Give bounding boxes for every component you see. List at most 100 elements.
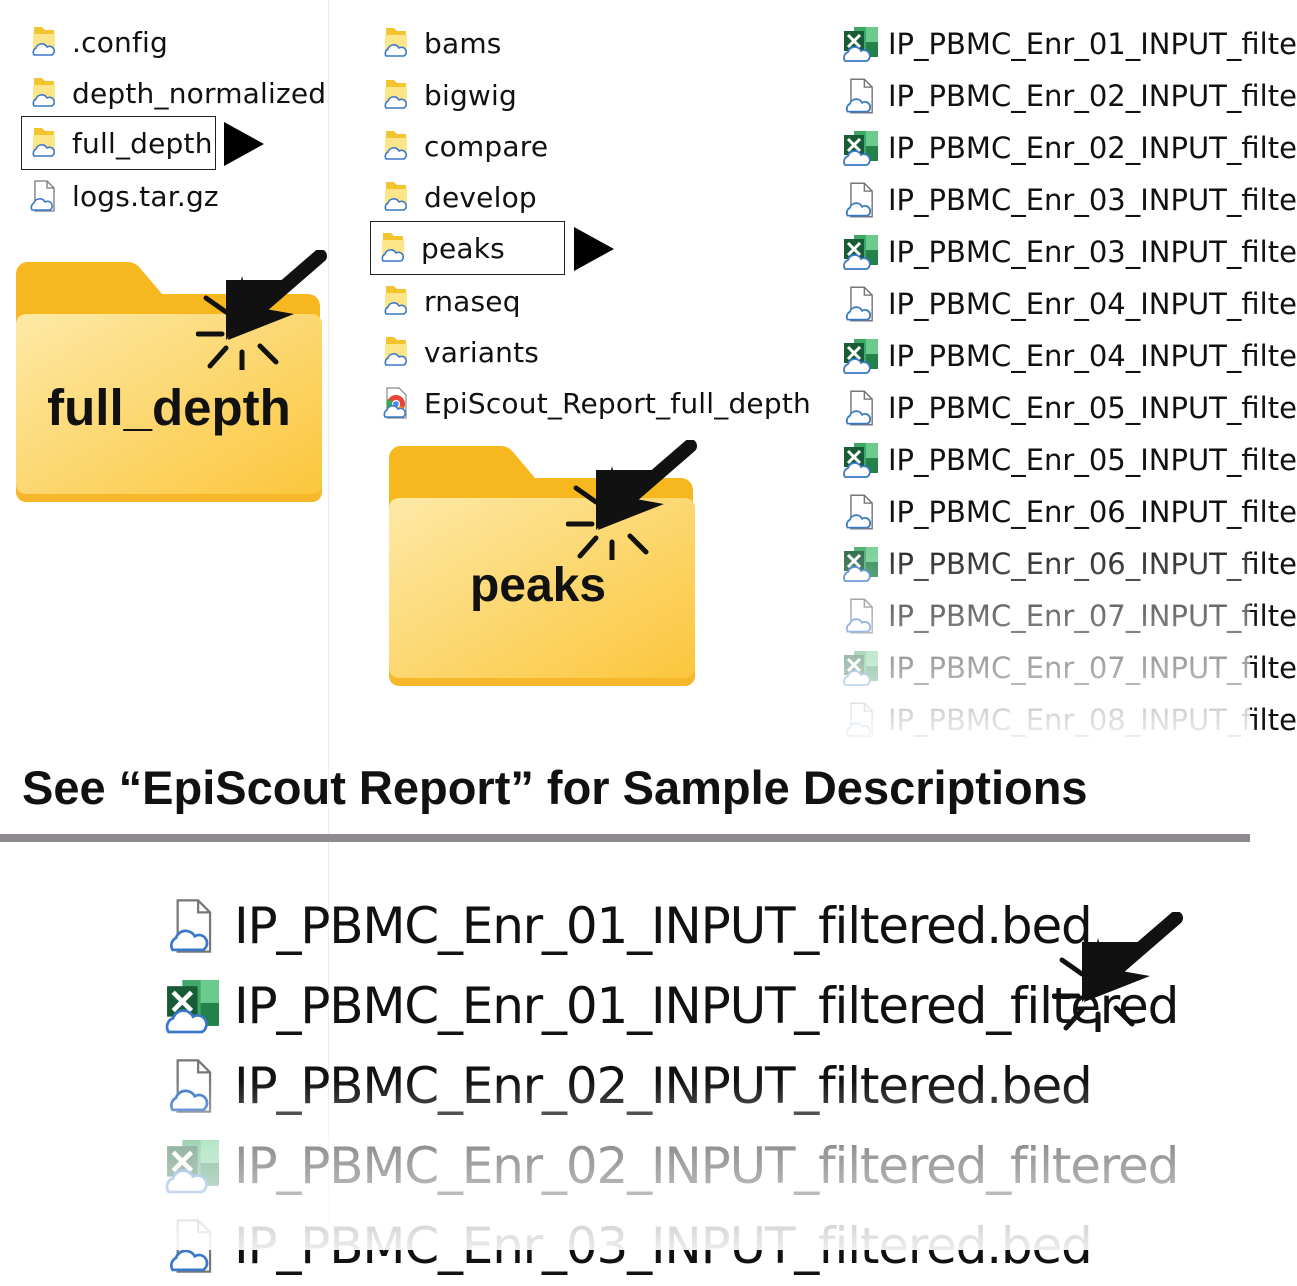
right-file-row[interactable]: IP_PBMC_Enr_07_INPUT_filte: [842, 590, 1297, 642]
file-label: IP_PBMC_Enr_05_INPUT_filte: [888, 391, 1297, 425]
right-file-row[interactable]: IP_PBMC_Enr_02_INPUT_filte: [842, 122, 1297, 174]
right-file-row[interactable]: IP_PBMC_Enr_05_INPUT_filte: [842, 434, 1297, 486]
zoom-file-row[interactable]: IP_PBMC_Enr_02_INPUT_filtered_filtered: [164, 1126, 1179, 1206]
cloud-file-icon: [164, 897, 222, 955]
folder-callout-label: full_depth: [47, 379, 291, 436]
folder-label: bams: [424, 26, 502, 60]
right-file-row[interactable]: IP_PBMC_Enr_05_INPUT_filte: [842, 382, 1297, 434]
file-label: IP_PBMC_Enr_04_INPUT_filte: [888, 339, 1297, 373]
excel-icon: [842, 25, 880, 63]
right-file-row[interactable]: IP_PBMC_Enr_04_INPUT_filte: [842, 278, 1297, 330]
excel-icon: [164, 977, 222, 1035]
excel-icon: [842, 129, 880, 167]
expand-arrow-icon: [224, 122, 264, 166]
folder-depth-normalized[interactable]: depth_normalized: [30, 71, 326, 115]
excel-icon: [842, 233, 880, 271]
excel-icon: [164, 1137, 222, 1195]
folder-variants[interactable]: variants: [382, 330, 539, 374]
file-label: IP_PBMC_Enr_03_INPUT_filte: [888, 235, 1297, 269]
folder-compare[interactable]: compare: [382, 124, 548, 168]
file-label: IP_PBMC_Enr_04_INPUT_filte: [888, 287, 1297, 321]
file-label: IP_PBMC_Enr_06_INPUT_filte: [888, 547, 1297, 581]
cloud-folder-icon: [382, 129, 410, 163]
right-file-row[interactable]: IP_PBMC_Enr_06_INPUT_filte: [842, 486, 1297, 538]
cloud-folder-icon: [30, 25, 58, 59]
folder-label: depth_normalized: [72, 76, 327, 110]
folder-rnaseq[interactable]: rnaseq: [382, 279, 521, 323]
folder-config[interactable]: .config: [30, 20, 168, 64]
chrome-html-icon: [382, 386, 410, 420]
folder-full-depth-selected[interactable]: full_depth: [21, 116, 216, 170]
file-label: IP_PBMC_Enr_02_INPUT_filte: [888, 79, 1297, 113]
folder-label: develop: [424, 180, 537, 214]
folder-label: .config: [72, 25, 168, 59]
cloud-file-icon: [842, 285, 880, 323]
file-label: IP_PBMC_Enr_07_INPUT_filte: [888, 651, 1297, 685]
click-cursor-icon: [196, 250, 336, 370]
zoom-file-row[interactable]: IP_PBMC_Enr_01_INPUT_filtered.bed: [164, 886, 1093, 966]
file-label: IP_PBMC_Enr_07_INPUT_filte: [888, 599, 1297, 633]
right-file-row[interactable]: IP_PBMC_Enr_03_INPUT_filte: [842, 226, 1297, 278]
cloud-file-icon: [842, 597, 880, 635]
excel-icon: [842, 441, 880, 479]
file-label: EpiScout_Report_full_depth: [424, 386, 811, 420]
file-label: IP_PBMC_Enr_06_INPUT_filte: [888, 495, 1297, 529]
cloud-file-icon: [30, 179, 58, 213]
full-depth-folder-callout: full_depth: [16, 260, 322, 502]
folder-label: bigwig: [424, 78, 517, 112]
folder-label: peaks: [421, 231, 505, 265]
cloud-folder-icon: [379, 231, 407, 265]
file-logs[interactable]: logs.tar.gz: [30, 174, 219, 218]
file-label: IP_PBMC_Enr_02_INPUT_filtered_filtered: [234, 1137, 1179, 1195]
zoom-file-row[interactable]: IP_PBMC_Enr_03_INPUT_filtered.bed: [164, 1206, 1093, 1286]
cloud-folder-icon: [382, 284, 410, 318]
folder-peaks-selected[interactable]: peaks: [370, 221, 565, 275]
zoom-file-row[interactable]: IP_PBMC_Enr_02_INPUT_filtered.bed: [164, 1046, 1093, 1126]
folder-develop[interactable]: develop: [382, 175, 537, 219]
expand-arrow-icon: [574, 227, 614, 271]
file-label: IP_PBMC_Enr_02_INPUT_filte: [888, 131, 1297, 165]
right-file-row[interactable]: IP_PBMC_Enr_08_INPUT_filte: [842, 694, 1297, 746]
column-separator: [328, 0, 329, 1250]
folder-callout-label: peaks: [469, 559, 607, 612]
excel-icon: [842, 649, 880, 687]
right-file-row[interactable]: IP_PBMC_Enr_04_INPUT_filte: [842, 330, 1297, 382]
section-divider: [0, 834, 1250, 842]
file-label: IP_PBMC_Enr_03_INPUT_filtered.bed: [234, 1217, 1093, 1275]
cloud-file-icon: [842, 493, 880, 531]
headline: See “EpiScout Report” for Sample Descrip…: [22, 761, 1088, 814]
excel-icon: [842, 337, 880, 375]
right-file-row[interactable]: IP_PBMC_Enr_02_INPUT_filte: [842, 70, 1297, 122]
file-label: logs.tar.gz: [72, 179, 219, 213]
excel-icon: [842, 545, 880, 583]
folder-label: rnaseq: [424, 284, 521, 318]
file-label: IP_PBMC_Enr_01_INPUT_filtered_filtered: [234, 977, 1179, 1035]
cloud-file-icon: [842, 701, 880, 739]
zoom-file-row[interactable]: IP_PBMC_Enr_01_INPUT_filtered_filtered: [164, 966, 1179, 1046]
cloud-file-icon: [842, 389, 880, 427]
file-label: IP_PBMC_Enr_05_INPUT_filte: [888, 443, 1297, 477]
right-file-row[interactable]: IP_PBMC_Enr_03_INPUT_filte: [842, 174, 1297, 226]
cloud-file-icon: [164, 1057, 222, 1115]
right-file-row[interactable]: IP_PBMC_Enr_07_INPUT_filte: [842, 642, 1297, 694]
right-file-row[interactable]: IP_PBMC_Enr_06_INPUT_filte: [842, 538, 1297, 590]
cloud-folder-icon: [382, 180, 410, 214]
right-file-row[interactable]: IP_PBMC_Enr_01_INPUT_filte: [842, 18, 1297, 70]
cloud-file-icon: [842, 181, 880, 219]
file-label: IP_PBMC_Enr_03_INPUT_filte: [888, 183, 1297, 217]
file-episcout-report[interactable]: EpiScout_Report_full_depth: [382, 381, 811, 425]
file-label: IP_PBMC_Enr_01_INPUT_filte: [888, 27, 1297, 61]
folder-bigwig[interactable]: bigwig: [382, 73, 517, 117]
folder-bams[interactable]: bams: [382, 21, 502, 65]
file-label: IP_PBMC_Enr_08_INPUT_filte: [888, 703, 1297, 737]
cloud-file-icon: [164, 1217, 222, 1275]
folder-label: variants: [424, 335, 540, 369]
cloud-folder-icon: [382, 26, 410, 60]
file-label: IP_PBMC_Enr_02_INPUT_filtered.bed: [234, 1057, 1093, 1115]
peaks-folder-callout: peaks: [389, 444, 695, 686]
cloud-folder-icon: [382, 335, 410, 369]
click-cursor-icon: [1052, 912, 1192, 1032]
click-cursor-icon: [566, 440, 706, 560]
cloud-folder-icon: [30, 126, 58, 160]
